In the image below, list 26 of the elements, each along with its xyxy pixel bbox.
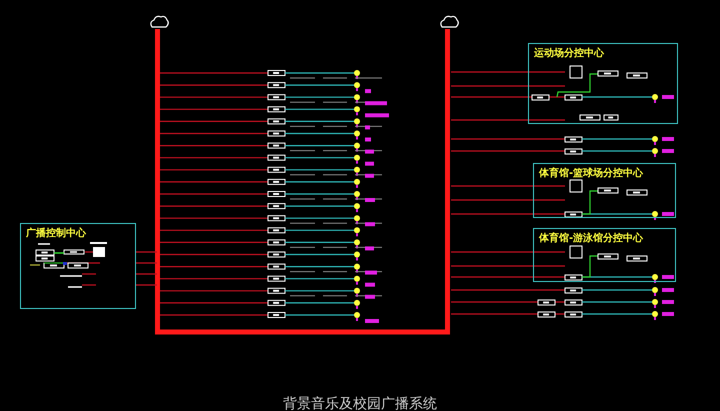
center-title: 体育馆-游泳馆分控中心	[539, 231, 644, 245]
center-title: 广播控制中心	[26, 226, 86, 240]
cable-line	[451, 199, 533, 201]
cloud-icon	[440, 16, 459, 28]
cable-line	[136, 273, 157, 275]
center-title: 体育馆-篮球场分控中心	[539, 166, 644, 180]
cable-line	[451, 265, 533, 267]
control-center-box	[20, 223, 136, 309]
cloud-icon	[150, 16, 169, 28]
control-center-box	[533, 228, 676, 282]
cable-line	[136, 284, 157, 286]
cable-line	[451, 71, 528, 73]
cable-line	[451, 213, 533, 215]
cable-line	[451, 251, 533, 253]
cable-line	[451, 85, 528, 87]
control-center-box	[533, 163, 676, 218]
caption: 背景音乐及校园广播系统	[283, 396, 437, 411]
cable-line	[136, 262, 157, 264]
control-center-box	[528, 43, 678, 124]
cable-line	[136, 251, 157, 253]
cable-line	[451, 119, 528, 121]
cable-line	[451, 185, 533, 187]
cable-line	[451, 96, 528, 98]
center-title: 运动场分控中心	[534, 46, 604, 60]
bus-line	[155, 29, 450, 334]
cable-line	[451, 276, 533, 278]
